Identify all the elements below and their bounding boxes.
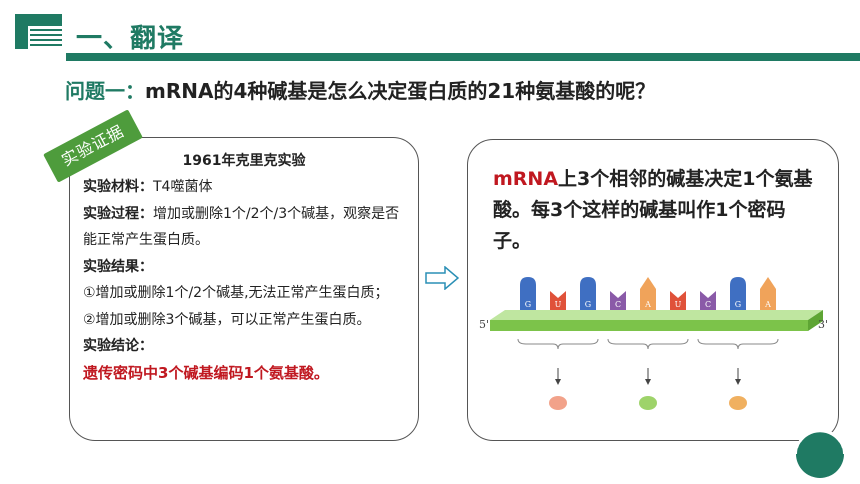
experiment-title: 1961年克里克实验 bbox=[182, 153, 306, 169]
page-title: 一、翻译 bbox=[76, 24, 185, 54]
question-text: mRNA的4种碱基是怎么决定蛋白质的21种氨基酸的呢？ bbox=[145, 79, 656, 103]
result-1: ①增加或删除1个/2个碱基,无法正常产生蛋白质； bbox=[83, 285, 389, 301]
codon-panel: mRNA上3个相邻的碱基决定1个氨基酸。每3个这样的碱基叫作1个密码子。 bbox=[467, 139, 839, 441]
conclusion-text: 遗传密码中3个碱基编码1个氨基酸。 bbox=[83, 363, 329, 382]
result-2: ②增加或删除3个碱基，可以正常产生蛋白质。 bbox=[83, 311, 371, 328]
question-line: 问题一：mRNA的4种碱基是怎么决定蛋白质的21种氨基酸的呢？ bbox=[65, 75, 655, 104]
codon-text: 上3个相邻的碱基决定1个氨基酸。每3个这样的碱基叫作1个密码子。 bbox=[493, 168, 813, 252]
process-value: 增加或删除1个/2个/3个碱基，观察是否能正常产生蛋白质。 bbox=[83, 205, 400, 249]
conclusion-label: 实验结论： bbox=[83, 338, 153, 354]
result-label: 实验结果： bbox=[83, 258, 153, 275]
question-lead: 问题一： bbox=[65, 79, 145, 103]
experiment-panel: 1961年克里克实验 实验材料：T4噬菌体 实验过程：增加或删除1个/2个/3个… bbox=[69, 137, 419, 441]
logo-box bbox=[15, 14, 62, 49]
header-divider bbox=[66, 53, 860, 61]
material-label: 实验材料： bbox=[83, 179, 153, 195]
result-label-line: 实验结果： bbox=[83, 254, 413, 281]
conclusion-label-line: 实验结论： bbox=[83, 333, 413, 360]
logo-lines-icon bbox=[28, 26, 62, 49]
codon-highlight: mRNA bbox=[493, 168, 559, 190]
codon-description: mRNA上3个相邻的碱基决定1个氨基酸。每3个这样的碱基叫作1个密码子。 bbox=[493, 164, 823, 257]
process-line: 实验过程：增加或删除1个/2个/3个碱基，观察是否能正常产生蛋白质。 bbox=[83, 201, 413, 254]
material-value: T4噬菌体 bbox=[153, 179, 213, 195]
corner-decoration-icon bbox=[795, 429, 845, 478]
material-line: 实验材料：T4噬菌体 bbox=[83, 174, 413, 201]
right-arrow-icon bbox=[425, 266, 459, 290]
experiment-body: 实验材料：T4噬菌体 实验过程：增加或删除1个/2个/3个碱基，观察是否能正常产… bbox=[83, 174, 413, 386]
process-label: 实验过程： bbox=[83, 205, 153, 222]
